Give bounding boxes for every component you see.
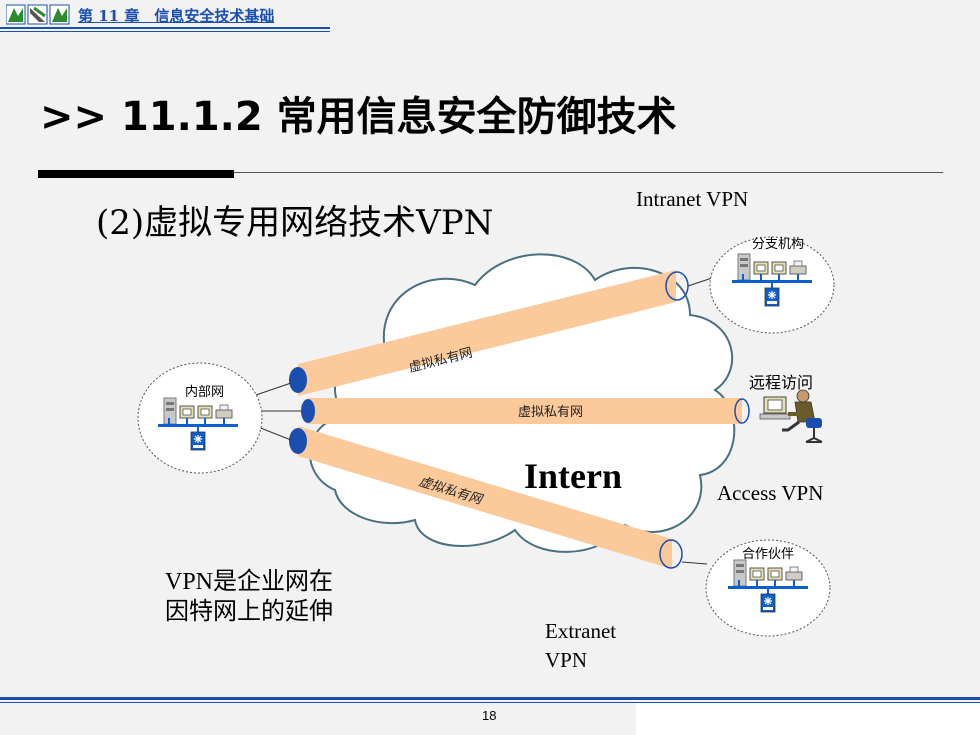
vpn-type-extranet-line1: Extranet bbox=[545, 619, 616, 643]
tunnel-end-cap bbox=[301, 399, 315, 423]
tunnel-label-access: 虚拟私有网 bbox=[518, 405, 583, 420]
chapter-link[interactable]: 第 11 章 信息安全技术基础 bbox=[78, 7, 275, 25]
tunnel-extranet bbox=[298, 426, 672, 569]
internet-cloud-label: Intern bbox=[524, 456, 622, 496]
title-rule-accent bbox=[38, 170, 234, 178]
site-label-branch: 分支机构 bbox=[752, 237, 804, 252]
header-rule bbox=[0, 27, 330, 29]
tunnel-end-cap bbox=[289, 367, 307, 393]
chapter-logo-icon bbox=[6, 4, 70, 25]
tunnel-access bbox=[308, 398, 742, 424]
remote-user-icon bbox=[759, 389, 823, 443]
title-rule bbox=[38, 172, 943, 173]
footer-rule bbox=[0, 702, 980, 703]
slide-caption: VPN是企业网在 因特网上的延伸 bbox=[165, 567, 333, 627]
footer-panel bbox=[636, 703, 980, 735]
page-title: >> 11.1.2 常用信息安全防御技术 bbox=[40, 94, 677, 140]
site-label-partner: 合作伙伴 bbox=[742, 547, 794, 562]
site-label-remote: 远程访问 bbox=[749, 373, 813, 392]
slide-subtitle: (2)虚拟专用网络技术VPN bbox=[96, 203, 494, 243]
vpn-type-extranet-line2: VPN bbox=[545, 648, 587, 672]
tunnel-end-cap bbox=[289, 428, 307, 454]
connector-line bbox=[255, 382, 292, 396]
tunnel-end-cap bbox=[734, 398, 750, 424]
vpn-type-intranet: Intranet VPN bbox=[636, 187, 748, 211]
tunnel-end-cap bbox=[659, 539, 683, 569]
caption-line: VPN是企业网在 bbox=[165, 569, 334, 595]
connector-line bbox=[681, 561, 708, 565]
vpn-type-access: Access VPN bbox=[717, 481, 823, 505]
caption-line: 因特网上的延伸 bbox=[165, 599, 333, 625]
header-rule bbox=[0, 31, 330, 32]
connector-line bbox=[687, 277, 713, 287]
tunnel-intranet bbox=[298, 270, 676, 396]
header-bar: 第 11 章 信息安全技术基础 bbox=[0, 0, 980, 34]
connector-line bbox=[257, 426, 292, 441]
footer-rule bbox=[0, 697, 980, 700]
page-number: 18 bbox=[482, 708, 497, 723]
site-label-internal: 内部网 bbox=[185, 384, 224, 400]
